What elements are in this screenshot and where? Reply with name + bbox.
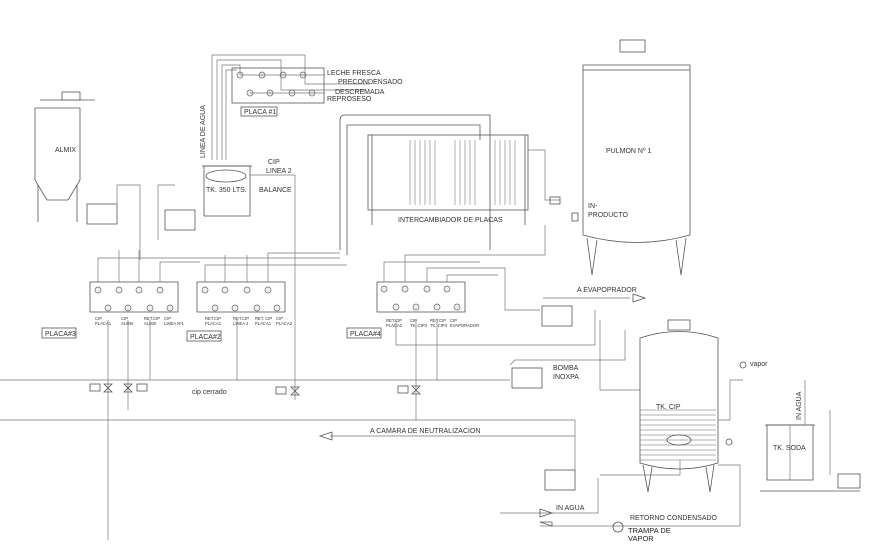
tk-soda-tank [760,380,861,492]
svg-text:CIP: CIP [121,316,128,321]
heat-exchanger [339,114,560,255]
svg-text:TK. CIP3: TK. CIP3 [410,323,428,328]
valves [89,383,421,396]
placa1-label: PLACA #1 [244,109,276,116]
linea2-label: LINEA 2 [266,168,292,175]
svg-text:LINEA Nº1: LINEA Nº1 [164,321,185,326]
svg-text:PLACA2: PLACA2 [386,323,403,328]
tk-350-tank [202,165,296,400]
vapor-gauge-icon [739,361,747,369]
tk-cip-tank [540,319,743,527]
placa3-panel [89,281,179,313]
placa1-panel [211,54,370,160]
pulmon-label: PULMON Nº 1 [606,148,651,155]
svg-text:CIP: CIP [276,316,283,321]
pulmon-tank [582,39,691,276]
svg-text:TK. CIP3: TK. CIP3 [430,323,448,328]
valve-actuator [571,212,579,222]
descremada-label: DESCREMADA [335,89,385,96]
tk-soda-label: TK. SODA [773,445,806,452]
trampa-label: TRAMPA DE [628,526,671,535]
svg-text:EVAPORADOR: EVAPORADOR [450,323,479,328]
svg-text:CIP: CIP [95,316,102,321]
reproseso-label: REPROSESO [327,96,372,103]
balance-label: BALANCE [259,187,292,194]
trampa2-label: VAPOR [628,534,654,543]
solenoid-valve [549,196,561,205]
svg-text:ALMIX: ALMIX [121,321,134,326]
svg-text:PLACA1: PLACA1 [95,321,112,326]
placa3-label: PLACA#3 [45,331,76,338]
arrow-retorno [539,521,553,527]
almix-label: ALMIX [55,147,76,154]
svg-text:RET.CIP: RET.CIP [144,316,160,321]
pump-almix [86,203,118,225]
arrow-in-agua [539,508,554,518]
in-agua-vertical-label: IN AGUA [796,391,803,420]
linea-agua-label: LINEA DE AGUA [200,105,207,158]
almix-tank [34,91,95,222]
placa4-label: PLACA#4 [350,331,381,338]
placa4-panel [376,281,466,313]
steam-trap-icon [612,521,624,533]
svg-text:RET.CIP: RET.CIP [205,316,221,321]
intercambiador-label: INTERCAMBIADOR DE PLACAS [398,217,503,224]
arrow-camara [318,431,333,441]
panel-piping [0,225,640,540]
camara-label: A CAMARA DE NEUTRALIZACION [370,428,480,435]
producto-label: PRODUCTO [588,212,628,219]
pump-balance [164,209,196,231]
svg-text:PLACA1: PLACA1 [255,321,272,326]
svg-text:RET.CIP: RET.CIP [430,318,446,323]
pump-agua [544,469,576,491]
inoxpa-label: INOXPA [553,374,579,381]
svg-text:RET.CIP: RET.CIP [233,316,249,321]
svg-text:LINEA 2: LINEA 2 [233,321,249,326]
svg-text:RET.CIP: RET.CIP [386,318,402,323]
tk-cip-label: TK. CIP [656,404,681,411]
placa2-panel [196,281,286,313]
cip-label: CIP [268,159,280,166]
svg-text:PLACA2: PLACA2 [276,321,293,326]
svg-text:CIP: CIP [164,316,171,321]
cip-cerrado-label: cip cerrado [192,389,227,396]
placa2-label: PLACA#2 [190,334,221,341]
svg-text:PLACA1: PLACA1 [205,321,222,326]
tk350-label: TK. 350 LTS. [206,187,247,194]
precondensado-label: PRECONDENSADO [338,79,403,86]
svg-text:ALMIX: ALMIX [144,321,157,326]
svg-text:RET. CIP: RET. CIP [255,316,272,321]
bomba-label: BOMBA [553,365,579,372]
svg-text:CIP: CIP [410,318,417,323]
retorno-label: RETORNO CONDENSADO [630,515,718,522]
pump-inoxpa [511,367,543,389]
evaporador-label: A EVAPOPRADOR [577,287,637,294]
arrow-evaporador [632,293,647,303]
in-agua-label: IN AGUA [556,505,585,512]
leche-fresca-label: LECHE FRESCA [327,70,381,77]
in-label: IN- [588,203,598,210]
vapor-label: vapor [750,361,768,368]
pump-evaporador [541,305,573,327]
svg-text:CIP: CIP [450,318,457,323]
